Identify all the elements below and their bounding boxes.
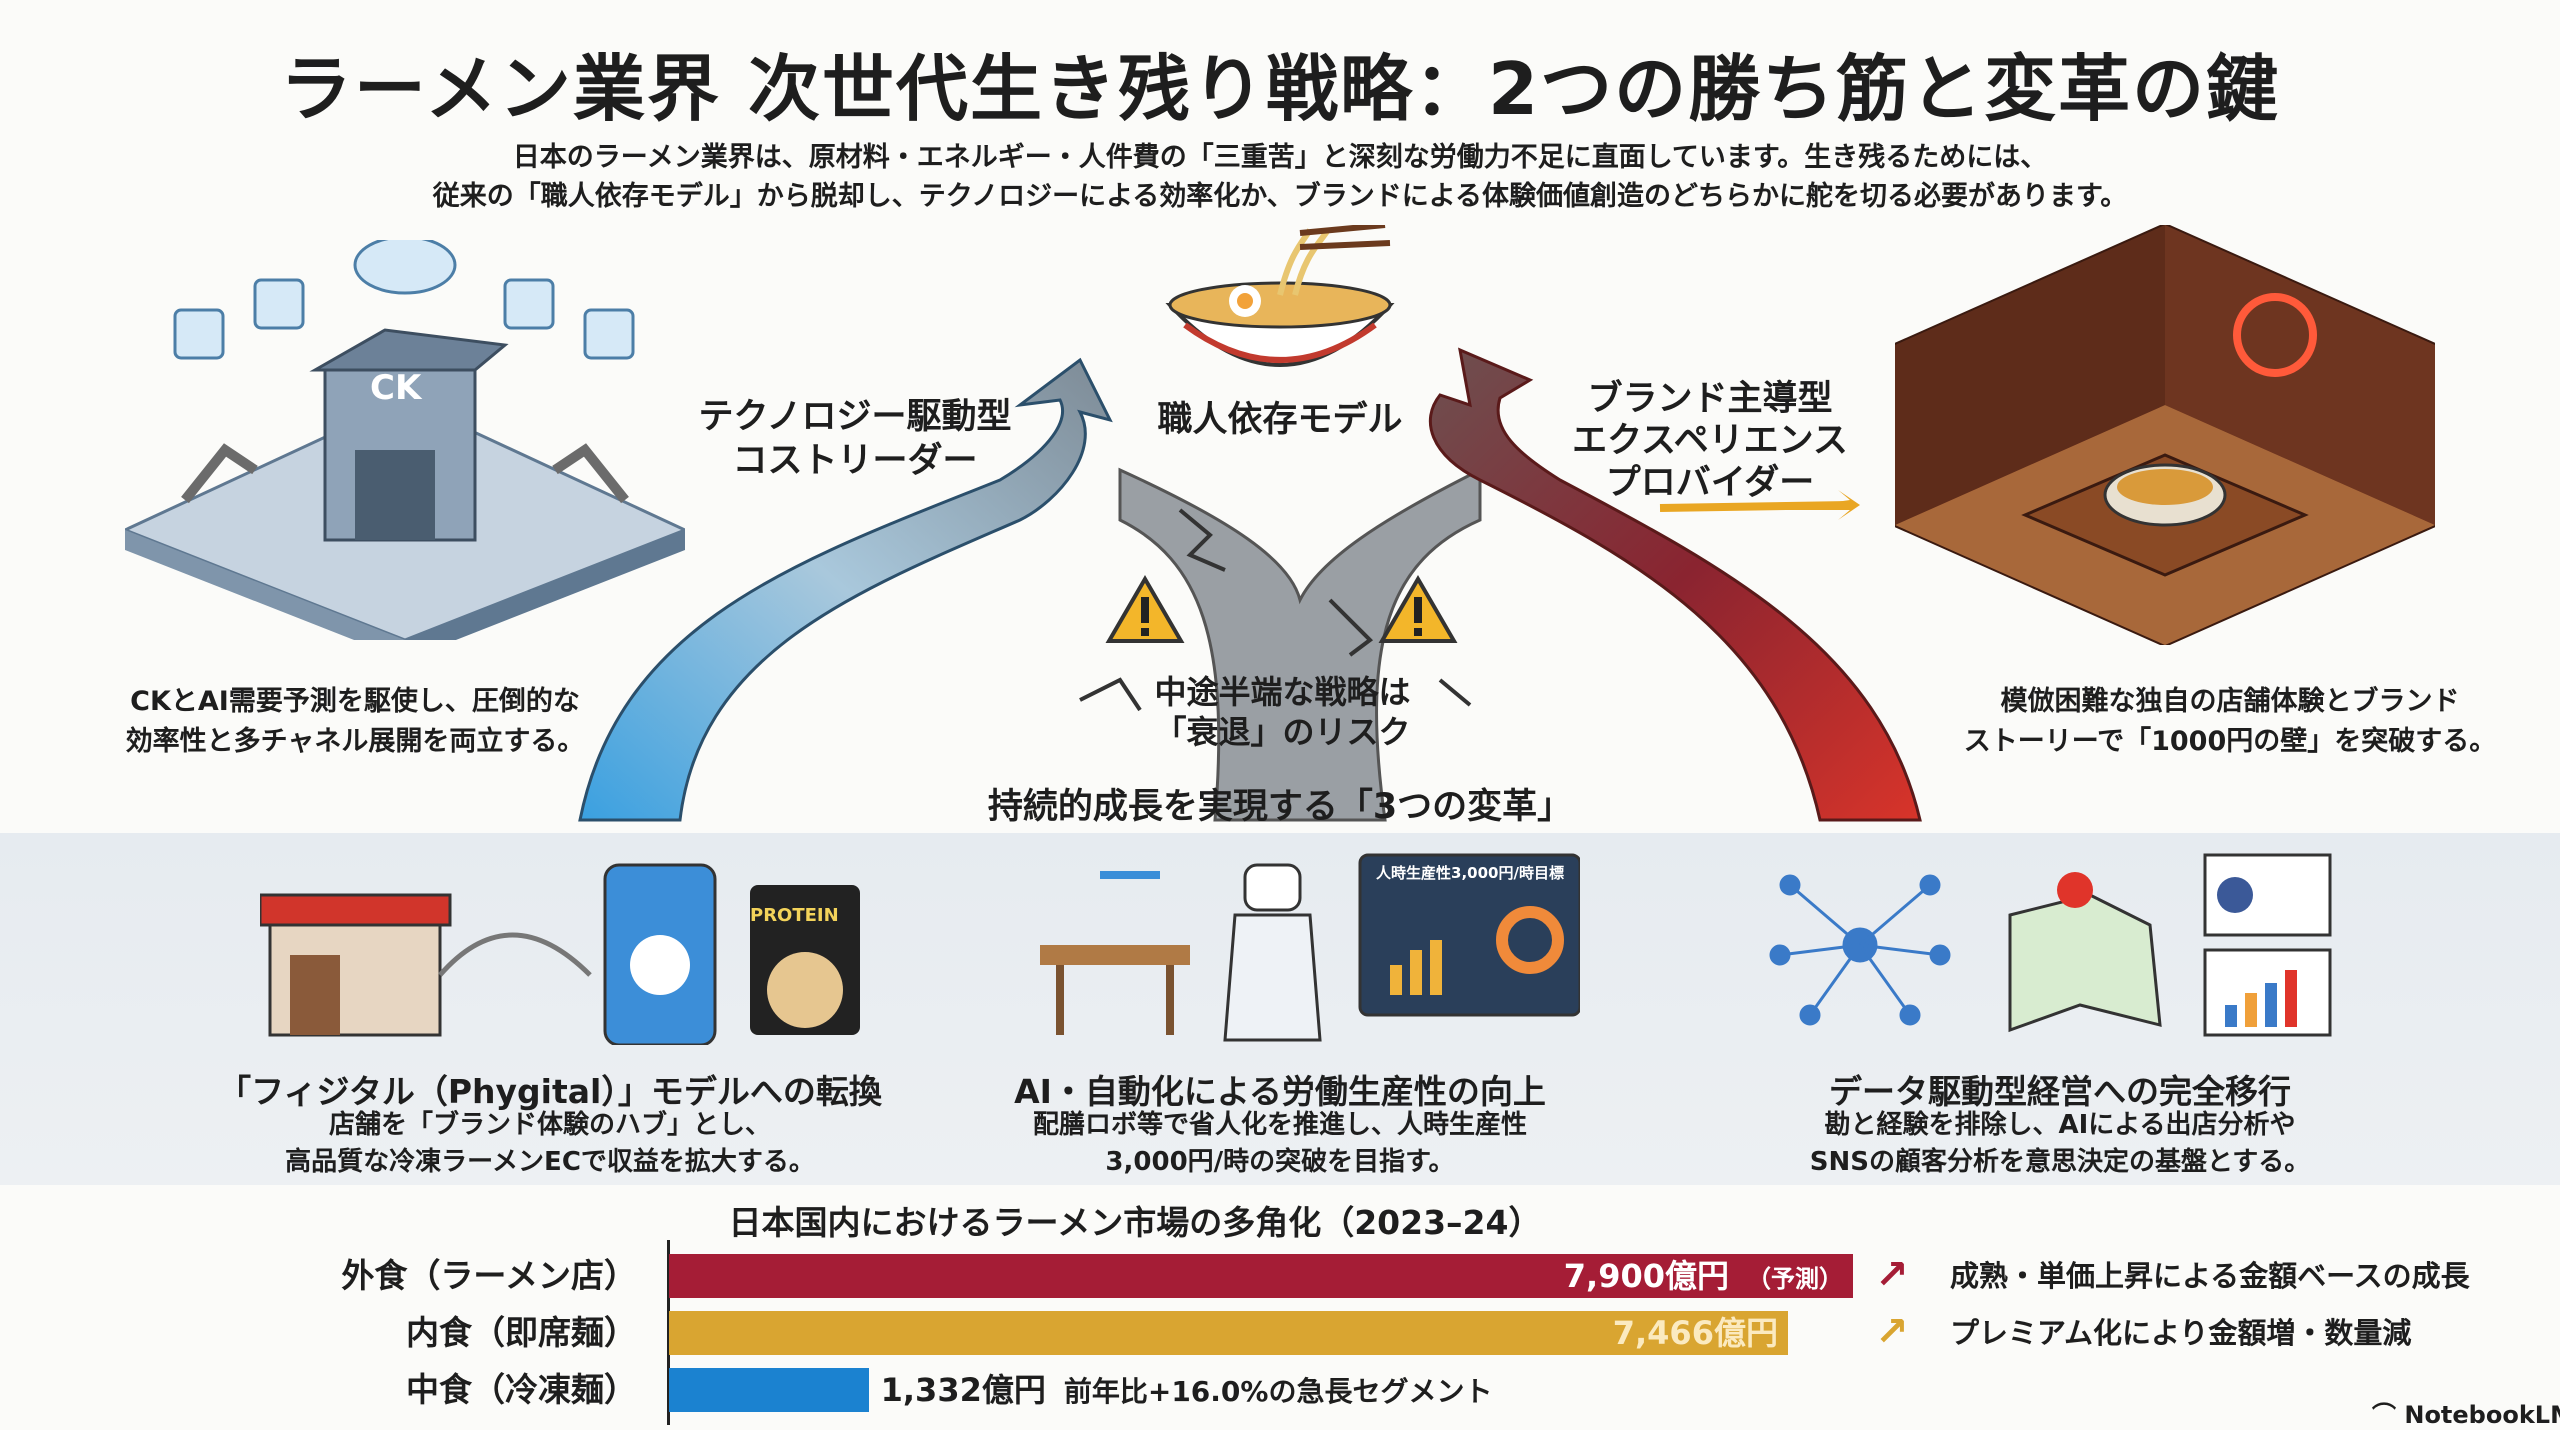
ramen-bowl-icon: [1165, 225, 1395, 367]
label-line: エクスペリエンス: [1572, 421, 1848, 461]
desc-line: CKとAI需要予測を駆使し、圧倒的な: [130, 686, 580, 717]
warning-icon: [1105, 575, 1185, 643]
value-label: 7,466億円: [1613, 1313, 1778, 1353]
label-line: 「衰退」のリスク: [1154, 713, 1411, 751]
desc-line: 配膳ロボ等で省人化を推進し、人時生産性: [1032, 1110, 1527, 1140]
transform-2-title: AI・自動化による労働生産性の向上: [1014, 1072, 1546, 1111]
technology-strategy-label: テクノロジー駆動型コストリーダー: [690, 395, 1020, 483]
strategy-roads-illustration: [578, 347, 1922, 822]
center-road: [1118, 467, 1482, 822]
trend-annotation: プレミアム化により金額増・数量減: [1950, 1316, 2412, 1350]
chart-title: 日本国内におけるラーメン市場の多角化（2023–24）: [728, 1203, 1542, 1242]
brand-label: NotebookLM: [2404, 1401, 2560, 1429]
category-label: 中食（冷凍麺）: [406, 1370, 637, 1409]
subtitle-line-1: 日本のラーメン業界は、原材料・エネルギー・人件費の「三重苦」と深刻な労働力不足に…: [512, 142, 2048, 173]
label-line: テクノロジー駆動型: [698, 397, 1012, 437]
brand-road: [1428, 347, 1922, 822]
automation-icons: [1040, 853, 1580, 1042]
bar: [669, 1311, 1788, 1355]
warning-icon: [1378, 575, 1458, 643]
value-text: 7,466億円: [1612, 1314, 1778, 1352]
trend-up-arrow-icon: ↗: [1875, 1252, 1909, 1298]
craftsman-model-label: 職人依存モデル: [1157, 400, 1403, 440]
trend-annotation: 成熟・単価上昇による金額ベースの成長: [1950, 1259, 2470, 1293]
ramen-shop-illustration: [1895, 225, 2435, 645]
serving-robot-icon: [1243, 863, 1302, 912]
desc-line: 効率性と多チャネル展開を両立する。: [125, 726, 585, 757]
brand-strategy-label: ブランド主導型エクスペリエンスプロバイダー: [1555, 378, 1865, 504]
transform-1-title: 「フィジタル（Phygital）」モデルへの転換: [218, 1072, 882, 1111]
desc-line: SNSの顧客分析を意思決定の基盤とする。: [1809, 1147, 2311, 1177]
label-line: 中途半端な戦略は: [1154, 673, 1411, 711]
label-line: コストリーダー: [732, 441, 978, 481]
network-icon: [1769, 874, 1951, 1026]
ck-sign: CK: [370, 368, 422, 408]
trend-up-arrow-icon: ↗: [1875, 1309, 1909, 1355]
transform-3-title: データ駆動型経営への完全移行: [1829, 1072, 2291, 1111]
category-label: 外食（ラーメン店）: [341, 1256, 637, 1295]
value-note: 前年比+16.0%の急長セグメント: [1063, 1375, 1493, 1408]
value-text: 1,332億円: [880, 1371, 1046, 1409]
subtitle-line-2: 従来の「職人依存モデル」から脱却し、テクノロジーによる効率化か、ブランドによる体…: [432, 181, 2128, 212]
label-line: プロバイダー: [1605, 463, 1815, 503]
transform-1-desc: 店舗を「ブランド体験のハブ」とし、高品質な冷凍ラーメンECで収益を拡大する。: [180, 1107, 920, 1181]
bridge-icon: [438, 932, 592, 977]
value-note: （予測）: [1747, 1265, 1843, 1293]
desc-line: 3,000円/時の突破を目指す。: [1105, 1147, 1455, 1177]
desc-line: 高品質な冷凍ラーメンECで収益を拡大する。: [285, 1147, 815, 1177]
brand-strategy-desc: 模倣困難な独自の店舗体験とブランドストーリーで「1000円の壁」を突破する。: [1930, 682, 2530, 762]
desc-line: 勘と経験を排除し、AIによる出店分析や: [1824, 1110, 2296, 1140]
notebooklm-logo: ⌒ NotebookLM: [2372, 1395, 2560, 1430]
desc-line: 店舗を「ブランド体験のハブ」とし、: [328, 1110, 771, 1140]
value-label: 7,900億円 （予測）: [1564, 1256, 1843, 1299]
map-icon: [2008, 893, 2162, 1033]
category-label: 内食（即席麺）: [406, 1313, 637, 1352]
table-icon: [1040, 945, 1190, 965]
transform-3-desc: 勘と経験を排除し、AIによる出店分析や SNSの顧客分析を意思決定の基盤とする。: [1700, 1107, 2420, 1181]
page-title: ラーメン業界 次世代生き残り戦略：2つの勝ち筋と変革の鍵: [279, 47, 2281, 131]
crack-lines: [1079, 508, 1472, 712]
central-kitchen-illustration: CK: [121, 235, 689, 660]
label-line: ブランド主導型: [1587, 379, 1833, 419]
transforms-heading: 持続的成長を実現する「3つの変革」: [987, 787, 1573, 827]
desc-line: ストーリーで「1000円の壁」を突破する。: [1963, 726, 2497, 757]
technology-strategy-desc: CKとAI需要予測を駆使し、圧倒的な効率性と多チャネル展開を両立する。: [60, 682, 650, 762]
chart-axis: [667, 1240, 670, 1425]
technology-road: [578, 357, 1113, 822]
monitor-text: 人時生産性3,000円/時目標: [1376, 864, 1564, 882]
pack-label: PROTEIN: [750, 905, 839, 926]
brand-arrow: [1659, 501, 1851, 512]
risk-label: 中途半端な戦略は「衰退」のリスク: [1110, 672, 1455, 752]
bar: [669, 1254, 1853, 1298]
phygital-icons: [260, 863, 860, 1045]
desc-line: 模倣困難な独自の店舗体験とブランド: [2000, 686, 2460, 717]
transform-2-desc: 配膳ロボ等で省人化を推進し、人時生産性 3,000円/時の突破を目指す。: [920, 1107, 1640, 1181]
bar: [669, 1368, 869, 1412]
data-driven-icons: [1769, 853, 2332, 1037]
value-label: 1,332億円前年比+16.0%の急長セグメント: [881, 1370, 1493, 1412]
value-text: 7,900億円: [1563, 1257, 1729, 1295]
